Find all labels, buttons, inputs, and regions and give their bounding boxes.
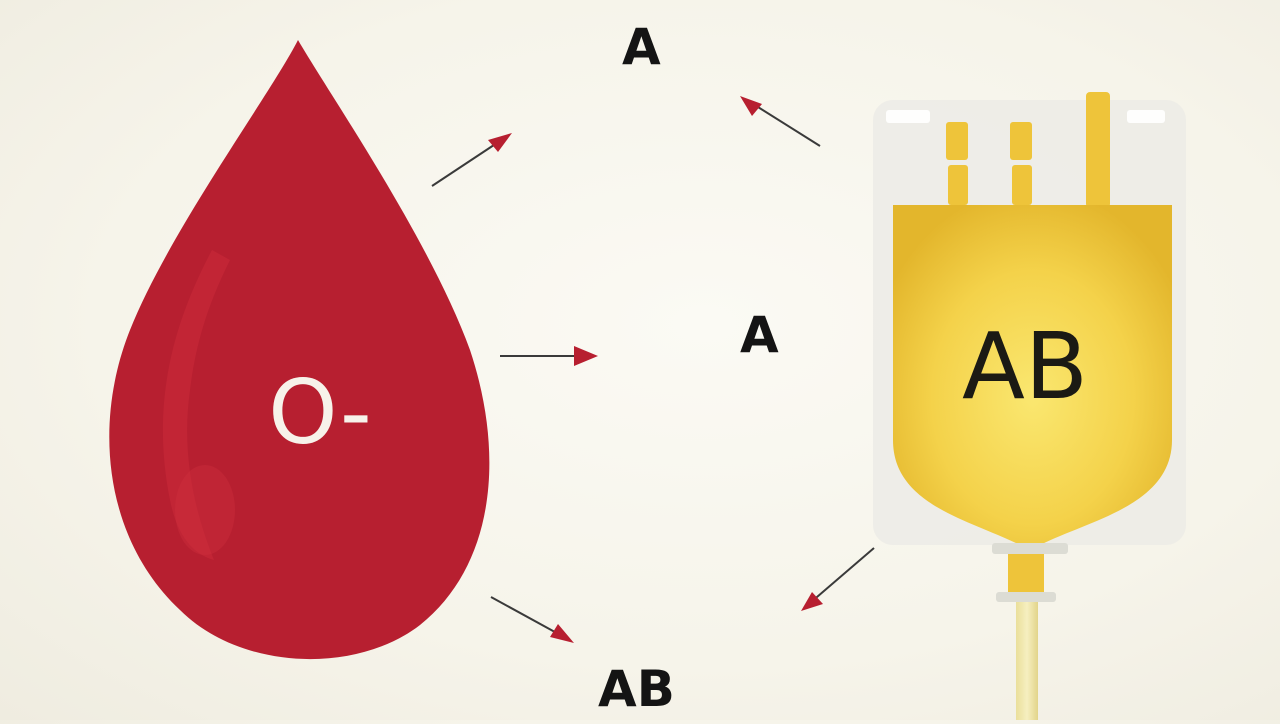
recipient-label: AB xyxy=(962,313,1088,420)
target-label-top: A xyxy=(622,18,661,76)
donor-label: O- xyxy=(268,361,371,464)
bag-liquid xyxy=(893,205,1172,555)
blood-bag-icon: AB xyxy=(873,92,1186,720)
arrow-to-top-a xyxy=(431,133,512,187)
bag-clamp xyxy=(992,543,1068,554)
arrow-to-bottom-ab xyxy=(490,596,574,643)
arrow-to-middle-a xyxy=(500,346,598,366)
target-label-middle: A xyxy=(740,306,779,364)
arrow-bag-to-top-a xyxy=(740,96,821,147)
bag-tube xyxy=(1016,602,1038,720)
bag-port-2 xyxy=(1010,122,1032,160)
blood-drop-icon: O- xyxy=(109,40,490,660)
target-label-bottom: AB xyxy=(598,660,675,718)
bag-port-1 xyxy=(946,122,968,160)
drop-highlight xyxy=(162,250,230,560)
arrows xyxy=(431,96,875,643)
arrow-bag-to-bottom xyxy=(801,547,875,611)
bag-port-3 xyxy=(1086,92,1110,208)
